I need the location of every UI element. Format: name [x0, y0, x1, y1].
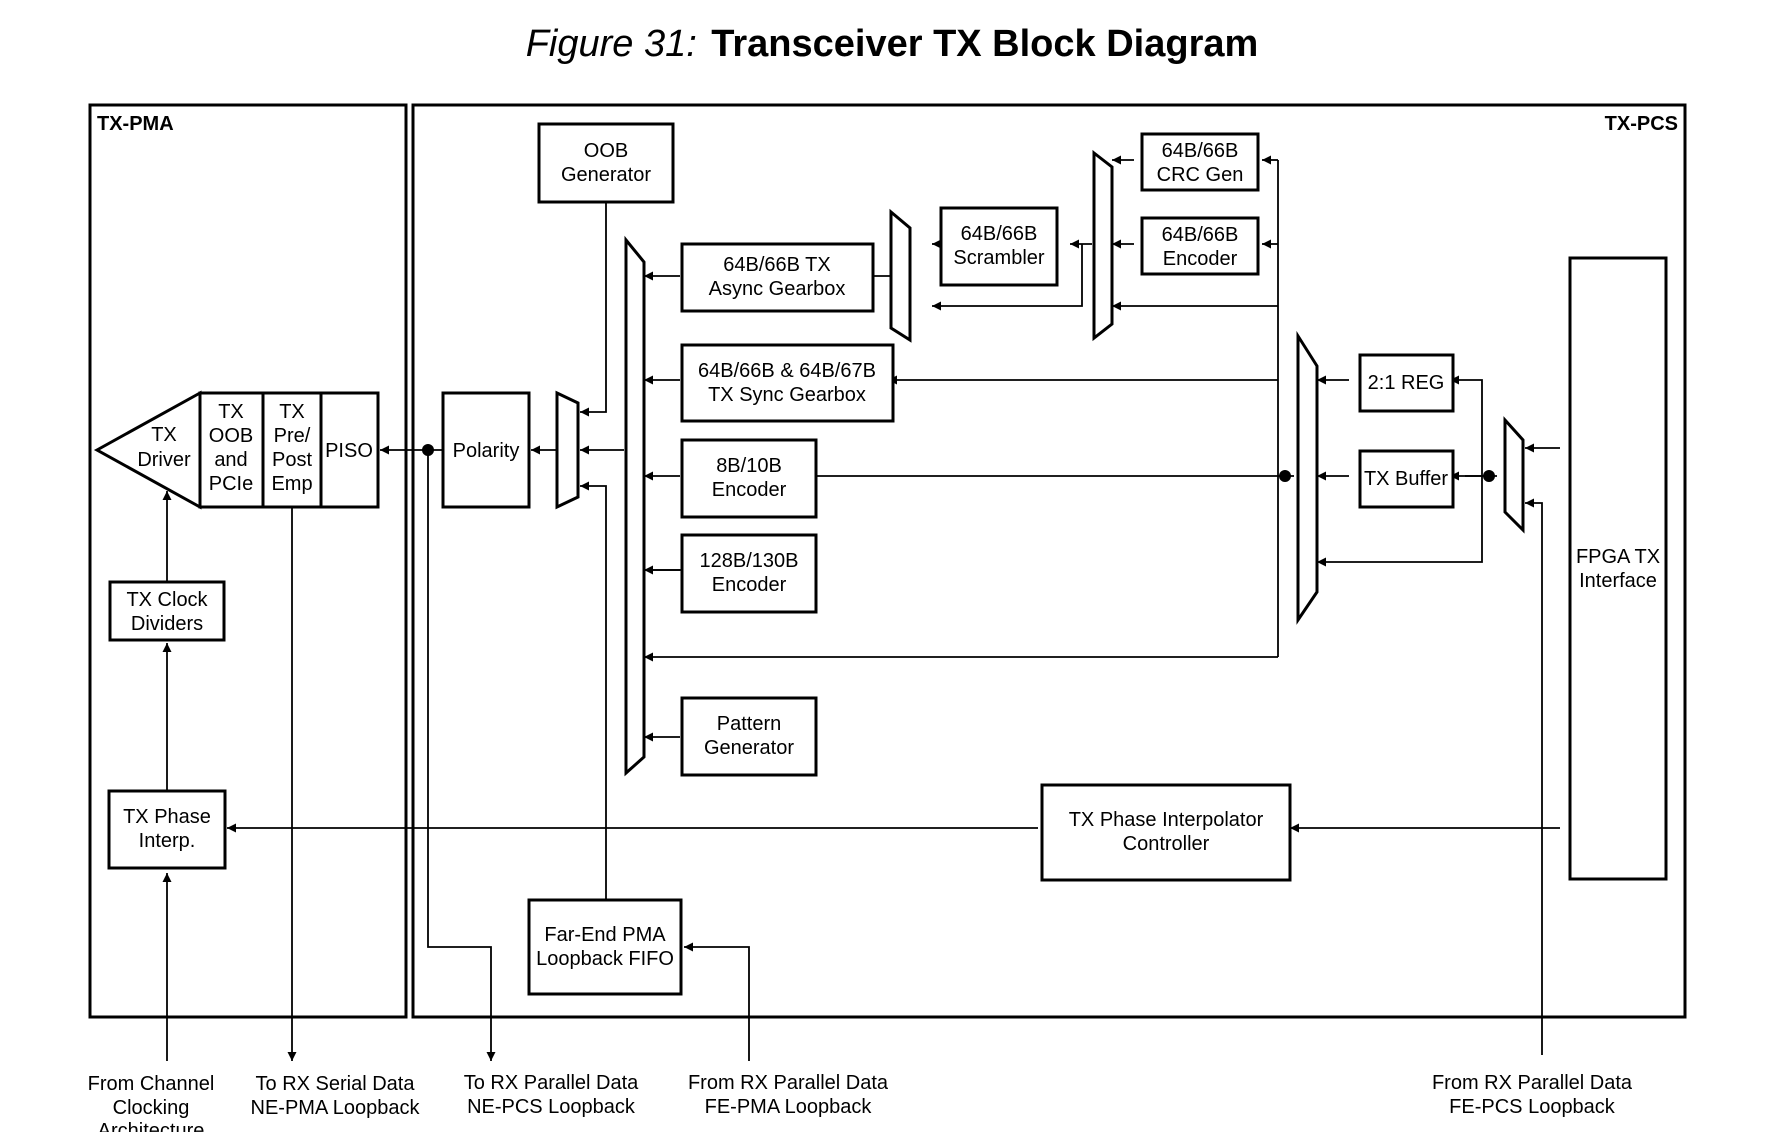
svg-text:Encoder: Encoder	[1163, 248, 1238, 270]
far-end-pma-fifo-block: Far-End PMA Loopback FIFO	[527, 898, 683, 996]
svg-text:128B/130B: 128B/130B	[700, 550, 799, 572]
svg-text:TX Buffer: TX Buffer	[1364, 468, 1448, 490]
svg-text:NE-PCS Loopback: NE-PCS Loopback	[467, 1096, 636, 1118]
polarity-block: Polarity	[441, 391, 531, 509]
svg-text:Interface: Interface	[1579, 570, 1657, 592]
tx-pcs-region	[411, 103, 1687, 1019]
svg-text:Pre/: Pre/	[274, 425, 311, 447]
encoder-64b66b-block: 64B/66B Encoder	[1140, 216, 1260, 276]
phase-interp-controller-block: TX Phase Interpolator Controller	[1040, 783, 1292, 882]
crc-gen-block: 64B/66B CRC Gen	[1140, 132, 1260, 192]
tx-clock-dividers-block: TX Clock Dividers	[108, 580, 226, 642]
figure-number: Figure 31:	[526, 23, 697, 65]
fpga-input-mux	[1503, 416, 1525, 534]
tx-pre-post-emp-block: TX Pre/ Post Emp	[261, 391, 323, 509]
reg-2to1-block: 2:1 REG	[1358, 353, 1455, 413]
svg-text:TX Phase Interpolator: TX Phase Interpolator	[1069, 809, 1264, 831]
async-gearbox-block: 64B/66B TX Async Gearbox	[680, 242, 875, 313]
tx-pma-label: TX-PMA	[97, 113, 174, 135]
pattern-generator-block: Pattern Generator	[680, 696, 818, 777]
svg-text:Dividers: Dividers	[131, 613, 203, 635]
svg-text:TX: TX	[218, 401, 244, 423]
tx-driver-block: TX Driver	[93, 390, 202, 510]
svg-text:OOB: OOB	[209, 425, 253, 447]
svg-text:and: and	[214, 449, 247, 471]
svg-text:FPGA TX: FPGA TX	[1576, 546, 1660, 568]
svg-text:From Channel: From Channel	[88, 1073, 215, 1095]
sync-gearbox-block: 64B/66B & 64B/67B TX Sync Gearbox	[680, 343, 895, 423]
tx-buffer-block: TX Buffer	[1358, 449, 1455, 509]
svg-text:64B/66B TX: 64B/66B TX	[723, 254, 830, 276]
svg-text:Clocking: Clocking	[113, 1097, 190, 1119]
svg-text:TX: TX	[151, 424, 177, 446]
svg-text:Interp.: Interp.	[139, 830, 196, 852]
svg-text:Generator: Generator	[561, 164, 651, 186]
svg-text:2:1 REG: 2:1 REG	[1368, 372, 1445, 394]
svg-text:CRC Gen: CRC Gen	[1157, 164, 1244, 186]
tx-phase-interp-block: TX Phase Interp.	[107, 789, 227, 870]
svg-text:64B/66B: 64B/66B	[961, 223, 1038, 245]
svg-text:NE-PMA Loopback: NE-PMA Loopback	[251, 1097, 421, 1119]
svg-text:Far-End PMA: Far-End PMA	[544, 924, 666, 946]
svg-text:Post: Post	[272, 449, 312, 471]
svg-text:TX: TX	[279, 401, 305, 423]
async-gearbox-mux	[889, 208, 912, 343]
figure-title: Figure 31: Transceiver TX Block Diagram	[526, 23, 1259, 65]
junction-dots	[422, 444, 1495, 482]
caption-from-channel-clocking: From Channel Clocking Architecture	[88, 1073, 215, 1132]
fpga-tx-interface-block: FPGA TX Interface	[1568, 256, 1668, 881]
svg-text:8B/10B: 8B/10B	[716, 455, 782, 477]
svg-text:Scrambler: Scrambler	[953, 247, 1044, 269]
crc-encoder-mux	[1092, 149, 1114, 342]
caption-to-rx-parallel-ne-pcs: To RX Parallel Data NE-PCS Loopback	[464, 1072, 639, 1118]
svg-text:Polarity: Polarity	[453, 440, 520, 462]
svg-text:TX Sync Gearbox: TX Sync Gearbox	[708, 384, 866, 406]
svg-text:Driver: Driver	[137, 449, 191, 471]
svg-text:FE-PCS Loopback: FE-PCS Loopback	[1449, 1096, 1616, 1118]
scrambler-block: 64B/66B Scrambler	[939, 206, 1059, 287]
buffer-select-mux	[1296, 330, 1319, 625]
piso-block: PISO	[319, 391, 380, 509]
svg-text:FE-PMA Loopback: FE-PMA Loopback	[705, 1096, 873, 1118]
svg-text:To RX Serial Data: To RX Serial Data	[256, 1073, 416, 1095]
tx-pcs-label: TX-PCS	[1605, 113, 1678, 135]
polarity-select-mux	[555, 390, 580, 510]
svg-text:Encoder: Encoder	[712, 479, 787, 501]
caption-from-rx-parallel-fe-pma: From RX Parallel Data FE-PMA Loopback	[688, 1072, 889, 1118]
svg-text:Pattern: Pattern	[717, 713, 781, 735]
caption-from-rx-parallel-fe-pcs: From RX Parallel Data FE-PCS Loopback	[1432, 1072, 1633, 1118]
tx-oob-pcie-block: TX OOB and PCIe	[198, 391, 265, 509]
svg-text:Async Gearbox: Async Gearbox	[709, 278, 846, 300]
svg-text:64B/66B: 64B/66B	[1162, 224, 1239, 246]
svg-text:To RX Parallel Data: To RX Parallel Data	[464, 1072, 639, 1094]
svg-text:Loopback FIFO: Loopback FIFO	[536, 948, 674, 970]
svg-text:TX Clock: TX Clock	[126, 589, 208, 611]
svg-text:Generator: Generator	[704, 737, 794, 759]
svg-text:TX Phase: TX Phase	[123, 806, 211, 828]
svg-text:From RX Parallel Data: From RX Parallel Data	[1432, 1072, 1633, 1094]
svg-text:64B/66B & 64B/67B: 64B/66B & 64B/67B	[698, 360, 876, 382]
svg-text:Controller: Controller	[1123, 833, 1210, 855]
svg-text:64B/66B: 64B/66B	[1162, 140, 1239, 162]
tx-pma-region	[88, 103, 408, 1019]
figure-title-text: Transceiver TX Block Diagram	[711, 23, 1258, 65]
caption-to-rx-serial: To RX Serial Data NE-PMA Loopback	[251, 1073, 421, 1119]
svg-text:PCIe: PCIe	[209, 473, 253, 495]
signal-wires	[162, 155, 1560, 1061]
oob-generator-block: OOB Generator	[537, 122, 675, 204]
svg-text:Encoder: Encoder	[712, 574, 787, 596]
svg-text:OOB: OOB	[584, 140, 628, 162]
svg-text:PISO: PISO	[325, 440, 373, 462]
svg-text:Emp: Emp	[271, 473, 312, 495]
pcs-output-mux	[624, 235, 646, 777]
encoder-128b130b-block: 128B/130B Encoder	[680, 533, 818, 614]
encoder-8b10b-block: 8B/10B Encoder	[680, 438, 818, 519]
svg-text:Architecture: Architecture	[98, 1120, 205, 1132]
svg-text:From RX Parallel Data: From RX Parallel Data	[688, 1072, 889, 1094]
